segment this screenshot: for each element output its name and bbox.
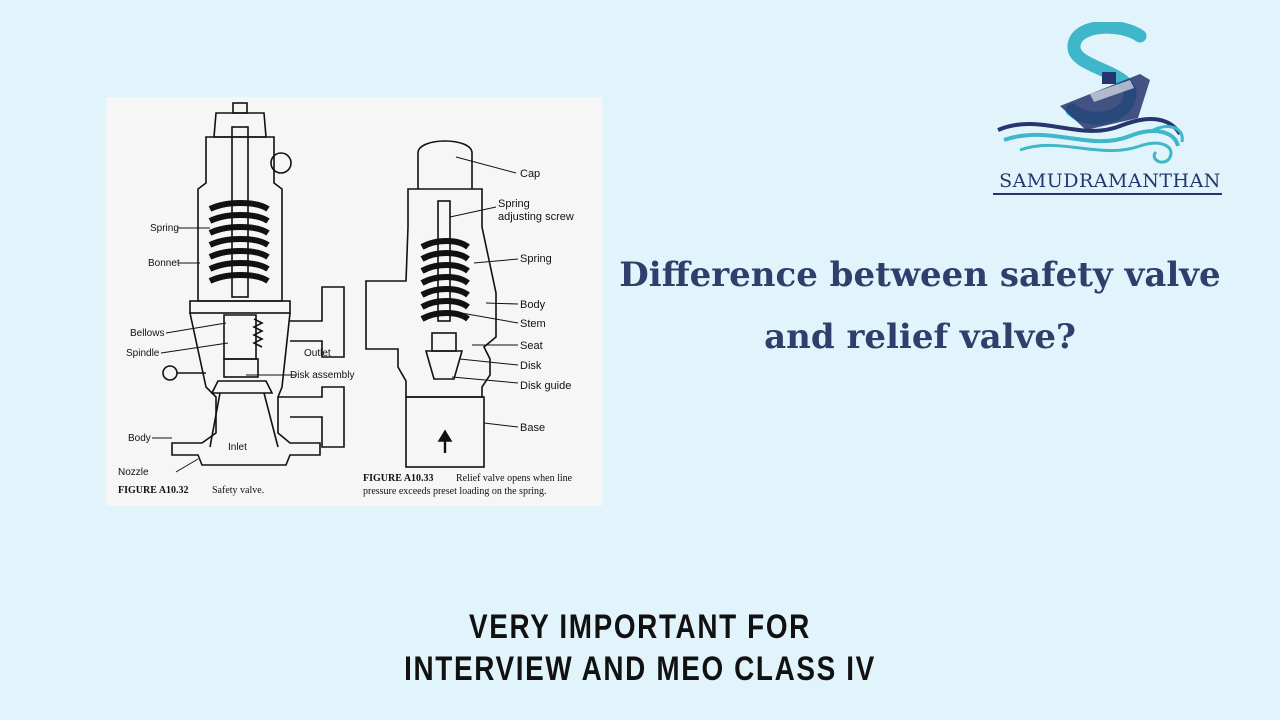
label-outlet: Outlet [304, 348, 331, 359]
caption-relief-line2: pressure exceeds preset loading on the s… [363, 486, 547, 497]
label-spring-adjusting-1: Spring [498, 198, 530, 210]
ship-wave-logo-icon [997, 22, 1184, 164]
label-nozzle: Nozzle [118, 467, 149, 478]
safety-bellows-housing [223, 314, 257, 360]
label-disk: Disk [520, 360, 542, 372]
safety-outlet-lower [278, 386, 345, 448]
importance-note: VERY IMPORTANT FOR INTERVIEW AND MEO CLA… [394, 606, 886, 690]
caption-safety-number: FIGURE A10.32 [118, 485, 189, 496]
brand-underline [993, 193, 1222, 195]
note-line-2: INTERVIEW AND MEO CLASS IV [404, 650, 876, 688]
label-bonnet: Bonnet [148, 258, 180, 269]
label-bellows: Bellows [130, 328, 164, 339]
caption-relief-number: FIGURE A10.33 [363, 473, 434, 484]
label-cap: Cap [520, 168, 540, 180]
label-spring-adjusting-2: adjusting screw [498, 211, 574, 223]
caption-relief-line1: Relief valve opens when line [456, 473, 573, 484]
safety-bellows [252, 318, 264, 348]
relief-disk [431, 332, 457, 352]
page-title: Difference between safety valve and reli… [610, 244, 1230, 368]
safety-outlet-upper [290, 286, 345, 358]
safety-disk-holder [210, 380, 274, 394]
title-line-2: and relief valve? [764, 317, 1076, 357]
label-seat: Seat [520, 340, 543, 352]
label-inlet: Inlet [228, 442, 247, 453]
label-spring: Spring [150, 223, 179, 234]
relief-disk-guide [424, 350, 464, 380]
label-spindle: Spindle [126, 348, 160, 359]
label-base: Base [520, 422, 545, 434]
relief-spring-coils [420, 238, 470, 322]
safety-spring-coils [208, 200, 270, 284]
brand-logo: SAMUDRAMANTHAN [990, 22, 1230, 202]
label-body: Body [128, 433, 151, 444]
safety-cap [213, 112, 267, 138]
relief-cap [417, 140, 473, 189]
title-line-1: Difference between safety valve [619, 255, 1221, 295]
brand-name: SAMUDRAMANTHAN [999, 170, 1221, 192]
safety-body [171, 312, 321, 466]
label-disk-assembly: Disk assembly [290, 370, 354, 381]
safety-disk [223, 358, 259, 378]
caption-safety-text: Safety valve. [212, 485, 264, 496]
safety-handle [162, 365, 178, 381]
safety-mid-flange [189, 300, 291, 314]
label-relief-body: Body [520, 299, 546, 311]
label-relief-spring: Spring [520, 253, 552, 265]
relief-base [405, 396, 485, 468]
safety-lever-ring [270, 152, 292, 174]
label-disk-guide: Disk guide [520, 380, 571, 392]
note-line-1: VERY IMPORTANT FOR [469, 608, 811, 646]
valve-figure-panel: Spring Bonnet Bellows Spindle Outlet Dis… [106, 97, 602, 506]
safety-top-nut [232, 102, 248, 114]
valve-diagrams: Spring Bonnet Bellows Spindle Outlet Dis… [118, 102, 574, 497]
safety-nozzle [209, 392, 279, 448]
safety-spindle [231, 126, 249, 298]
label-stem: Stem [520, 318, 546, 330]
relief-stem [437, 200, 451, 322]
